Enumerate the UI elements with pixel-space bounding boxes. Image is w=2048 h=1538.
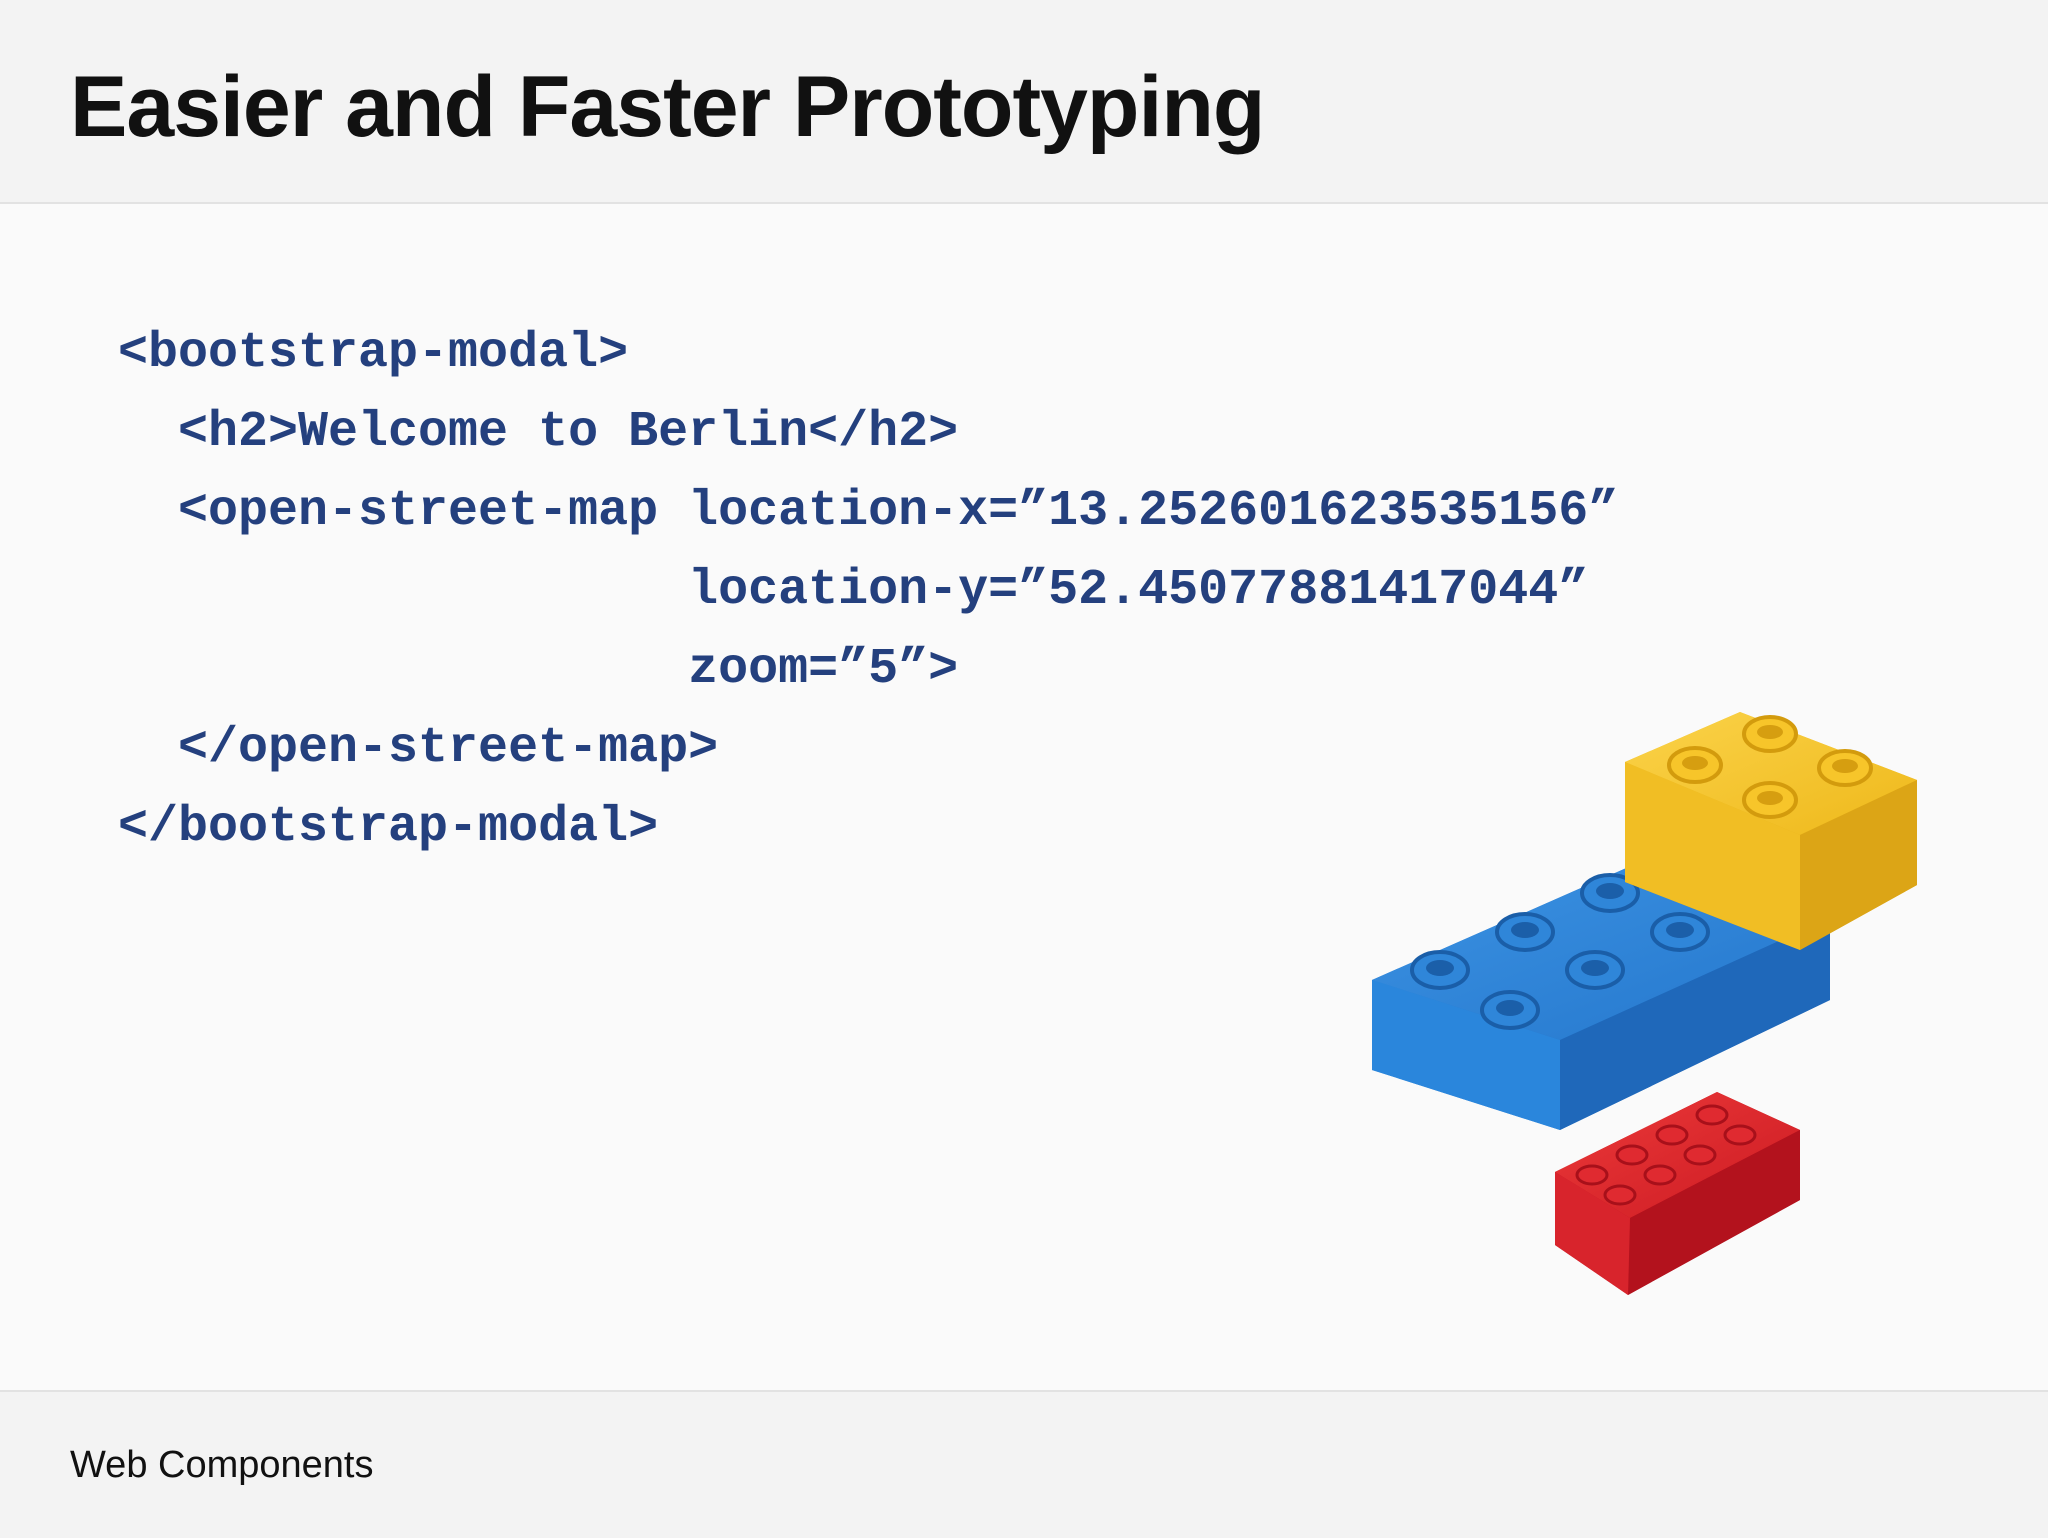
lego-bricks-icon [1372, 712, 1917, 1295]
code-line: </bootstrap-modal> [118, 799, 659, 856]
red-brick [1555, 1092, 1800, 1295]
code-block: <bootstrap-modal> <h2>Welcome to Berlin<… [118, 314, 1618, 867]
code-line: <h2>Welcome to Berlin</h2> [118, 404, 959, 461]
yellow-brick [1625, 712, 1917, 950]
code-line: </open-street-map> [118, 720, 719, 777]
code-line: location-y=”52.45077881417044” [118, 562, 1589, 619]
footer-label: Web Components [70, 1444, 374, 1486]
slide-title: Easier and Faster Prototyping [70, 59, 1265, 155]
code-line: zoom=”5”> [118, 641, 959, 698]
code-line: <open-street-map location-x=”13.25260162… [118, 483, 1619, 540]
slide-header: Easier and Faster Prototyping [0, 0, 2048, 204]
code-line: <bootstrap-modal> [118, 325, 629, 382]
slide-footer: Web Components [0, 1390, 2048, 1538]
